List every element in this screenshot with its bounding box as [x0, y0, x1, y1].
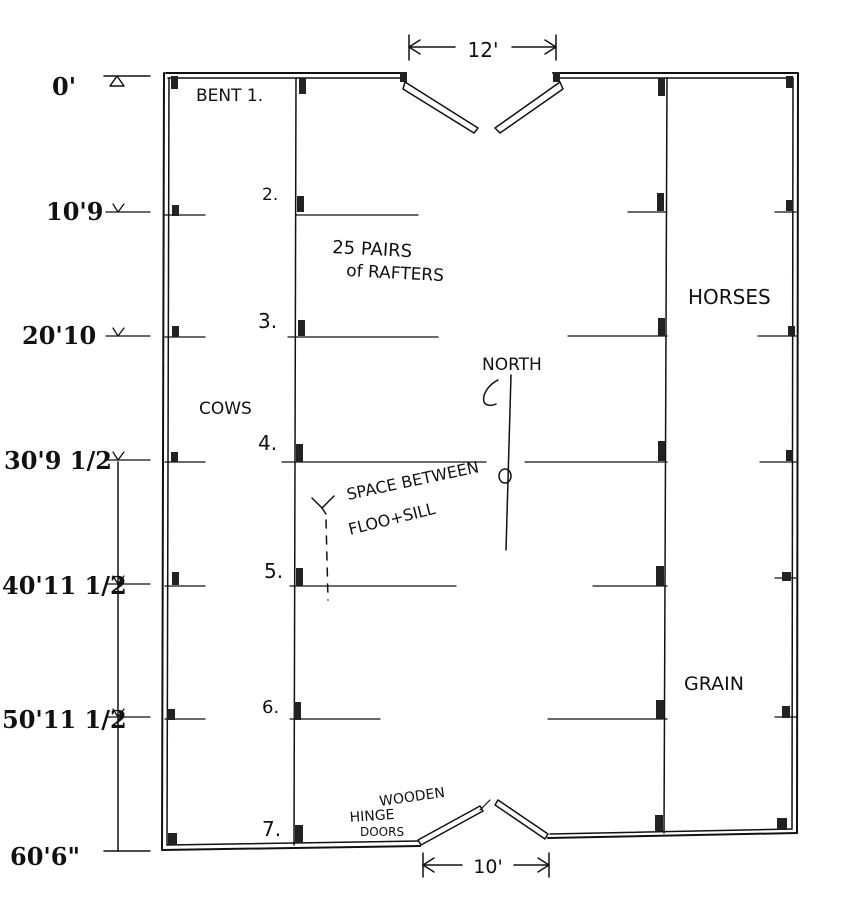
- bent-labels: BENT 1. 2. 3. 4. 5. 6. 7.: [196, 86, 283, 841]
- post: [298, 320, 305, 336]
- space-note-line1: SPACE BETWEEN: [345, 457, 481, 504]
- doors-note: WOODEN HINGE DOORS: [349, 785, 446, 839]
- north-marker-icon: [498, 468, 512, 484]
- post: [782, 572, 791, 581]
- post: [658, 78, 665, 96]
- bent-label: BENT 1.: [196, 86, 263, 106]
- bent-label: 3.: [258, 309, 277, 333]
- post: [296, 568, 303, 586]
- post: [782, 706, 790, 718]
- bottom-doors: [417, 799, 549, 846]
- station-labels: 0' 10'9 20'10 30'9 1/2 40'11 1/2 50'11 1…: [2, 72, 127, 871]
- grain-label: GRAIN: [684, 673, 744, 695]
- bent-label: 7.: [262, 817, 281, 841]
- doors-note-line3: DOORS: [360, 825, 404, 839]
- station-label: 50'11 1/2: [2, 705, 127, 734]
- bent-label: 4.: [258, 431, 277, 455]
- station-ticks: [103, 75, 151, 852]
- top-dimension: 12': [408, 34, 557, 62]
- station-label: 0': [52, 72, 76, 101]
- doors-note-line2: HINGE: [349, 807, 395, 826]
- doors-note-line1: WOODEN: [378, 785, 446, 810]
- station-label: 20'10: [22, 321, 96, 350]
- post: [172, 326, 179, 337]
- post: [294, 702, 301, 720]
- bent-label: 5.: [264, 559, 283, 583]
- rafters-note: 25 PAIRS of RAFTERS: [332, 237, 445, 286]
- north-label: NORTH: [482, 355, 542, 375]
- post: [786, 76, 793, 88]
- bent-label: 2.: [262, 185, 278, 205]
- post: [786, 450, 793, 461]
- area-labels: HORSES COWS GRAIN: [199, 285, 771, 695]
- post: [299, 78, 306, 94]
- post: [553, 72, 560, 82]
- horses-label: HORSES: [688, 285, 771, 309]
- bottom-dimension: 10': [422, 852, 550, 878]
- post: [657, 193, 664, 211]
- cows-label: COWS: [199, 399, 252, 419]
- top-door-width-label: 12': [468, 38, 499, 62]
- post: [167, 709, 175, 720]
- post: [777, 818, 787, 830]
- station-label: 10'9: [46, 197, 103, 226]
- station-label: 60'6": [10, 842, 80, 871]
- space-note-line2: FLOO+SILL: [346, 499, 437, 539]
- post: [658, 318, 665, 336]
- rafters-note-line1: 25 PAIRS: [332, 237, 413, 262]
- post: [658, 441, 665, 461]
- station-label: 30'9 1/2: [4, 446, 112, 475]
- space-note: SPACE BETWEEN FLOO+SILL: [311, 457, 481, 601]
- rafters-note-line2: of RAFTERS: [346, 261, 445, 286]
- post: [786, 200, 793, 211]
- post: [171, 452, 178, 462]
- post: [656, 566, 664, 586]
- post: [172, 572, 179, 585]
- bottom-door-width-label: 10': [473, 856, 502, 878]
- north-indicator: NORTH: [482, 355, 542, 551]
- post: [656, 700, 664, 719]
- post: [788, 326, 795, 336]
- post: [295, 825, 303, 843]
- bent-label: 6.: [262, 697, 279, 718]
- station-label: 40'11 1/2: [2, 571, 127, 600]
- post: [400, 72, 407, 82]
- post: [172, 205, 179, 216]
- post: [171, 76, 178, 89]
- top-doors: [402, 81, 564, 134]
- post: [168, 833, 177, 845]
- post: [297, 196, 304, 212]
- posts: [167, 72, 795, 845]
- post: [296, 444, 303, 462]
- post: [655, 815, 663, 831]
